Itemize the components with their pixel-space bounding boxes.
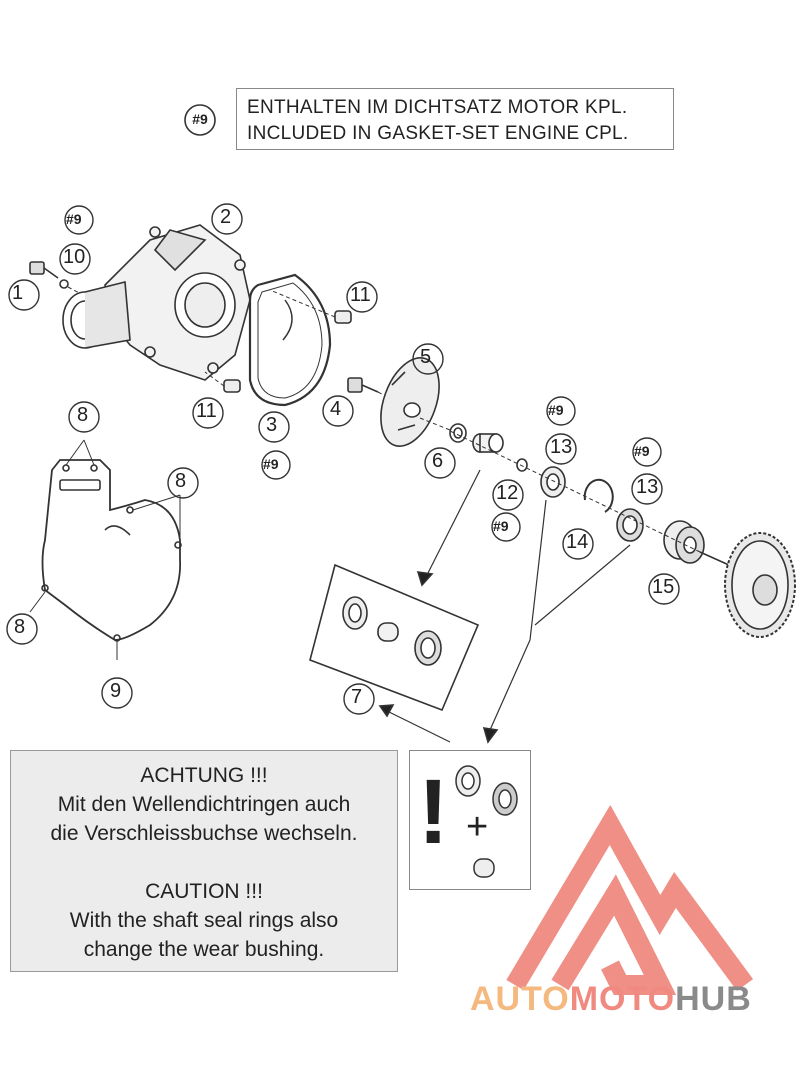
shaft-seal-part-13a bbox=[540, 466, 566, 498]
english-warning-line-2: change the wear bushing. bbox=[83, 938, 325, 961]
callout-8c: 8 bbox=[14, 616, 26, 638]
replace-parts-icon-box: ! + bbox=[409, 750, 531, 890]
shaft-seal-part-13b bbox=[616, 508, 644, 542]
callout-10: 10 bbox=[63, 246, 86, 268]
automotohub-logo-mark bbox=[506, 805, 754, 995]
water-pump-cover-part-2 bbox=[62, 224, 251, 381]
callout-hash9-e: #9 bbox=[634, 443, 650, 459]
gasket-set-badge-label: #9 bbox=[192, 111, 208, 127]
german-warning-title: ACHTUNG !!! bbox=[140, 764, 268, 787]
wear-bushing-part bbox=[472, 433, 504, 453]
automotohub-logo-text: AUTOMOTOHUB bbox=[470, 980, 795, 1026]
callout-1: 1 bbox=[12, 282, 24, 304]
note-line-german: ENTHALTEN IM DICHTSATZ MOTOR KPL. bbox=[247, 97, 628, 118]
callout-14: 14 bbox=[566, 531, 589, 553]
impeller-part-5 bbox=[380, 357, 440, 447]
callout-8a: 8 bbox=[77, 404, 89, 426]
dowel-pin-part-11b bbox=[204, 371, 241, 393]
logo-text-hub: HUB bbox=[675, 980, 752, 1018]
english-warning-line-1: With the shaft seal rings also bbox=[69, 909, 339, 932]
callout-hash9-d: #9 bbox=[493, 518, 509, 534]
gasket-set-note: ENTHALTEN IM DICHTSATZ MOTOR KPL. INCLUD… bbox=[236, 88, 674, 150]
german-warning-line-1: Mit den Wellendichtringen auch bbox=[57, 793, 351, 816]
plus-icon: + bbox=[466, 806, 489, 848]
callout-2: 2 bbox=[220, 206, 232, 228]
caution-box: ACHTUNG !!! Mit den Wellendichtringen au… bbox=[10, 750, 398, 972]
callout-13b: 13 bbox=[636, 476, 659, 498]
seal-rings-icon bbox=[455, 765, 518, 878]
note-line-english: INCLUDED IN GASKET-SET ENGINE CPL. bbox=[247, 123, 629, 144]
callout-4: 4 bbox=[330, 398, 342, 420]
callout-11b: 11 bbox=[196, 400, 217, 422]
callout-8b: 8 bbox=[175, 470, 187, 492]
o-ring-part-12 bbox=[516, 458, 528, 472]
callout-6: 6 bbox=[432, 450, 444, 472]
callout-hash9-b: #9 bbox=[263, 456, 279, 472]
logo-text-moto: MOTO bbox=[569, 980, 676, 1018]
callout-9: 9 bbox=[110, 680, 122, 702]
callout-13a: 13 bbox=[550, 436, 573, 458]
cover-gasket-part-9 bbox=[29, 439, 182, 660]
pump-shaft-gear bbox=[447, 429, 796, 638]
callout-hash9-a: #9 bbox=[66, 211, 82, 227]
logo-text-auto: AUTO bbox=[470, 980, 570, 1018]
callout-15: 15 bbox=[652, 576, 675, 598]
callout-12: 12 bbox=[496, 482, 519, 504]
callout-5: 5 bbox=[420, 346, 432, 368]
callout-hash9-c: #9 bbox=[548, 402, 564, 418]
badge-circle-icon bbox=[184, 104, 216, 136]
dowel-pin-part-11a bbox=[269, 289, 352, 324]
gasket-part-3 bbox=[248, 273, 332, 407]
callout-3: 3 bbox=[266, 414, 278, 436]
german-warning-line-2: die Verschleissbuchse wechseln. bbox=[50, 822, 358, 845]
exclamation-icon: ! bbox=[418, 761, 449, 863]
bearing-part-15 bbox=[663, 520, 705, 564]
circlip-part-14 bbox=[583, 478, 614, 513]
impeller-screw-part-4 bbox=[347, 377, 401, 405]
gasket-set-badge: #9 bbox=[182, 102, 218, 138]
screw-part-1 bbox=[29, 261, 103, 306]
callout-11a: 11 bbox=[350, 284, 371, 306]
english-warning-title: CAUTION !!! bbox=[145, 880, 263, 903]
seal-kit-part-7 bbox=[309, 469, 631, 744]
callout-7: 7 bbox=[351, 686, 363, 708]
